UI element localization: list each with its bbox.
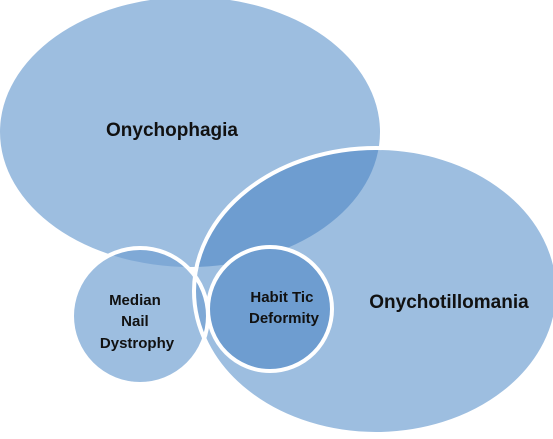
onychotillomania-label: Onychotillomania bbox=[369, 292, 529, 313]
onychophagia-label: Onychophagia bbox=[106, 120, 238, 141]
onychotillomania-outline bbox=[192, 146, 553, 436]
overlap-onychotillomania-habit-tic bbox=[208, 247, 332, 371]
median-nail-dystrophy-label: Median Nail Dystrophy bbox=[100, 292, 175, 352]
median-nail-dystrophy-circle bbox=[72, 248, 208, 384]
overlap-onychophagia-onychotillomania bbox=[194, 148, 380, 267]
habit-tic-deformity-outline bbox=[206, 245, 334, 373]
habit-tic-deformity-label: Habit Tic Deformity bbox=[249, 289, 320, 327]
